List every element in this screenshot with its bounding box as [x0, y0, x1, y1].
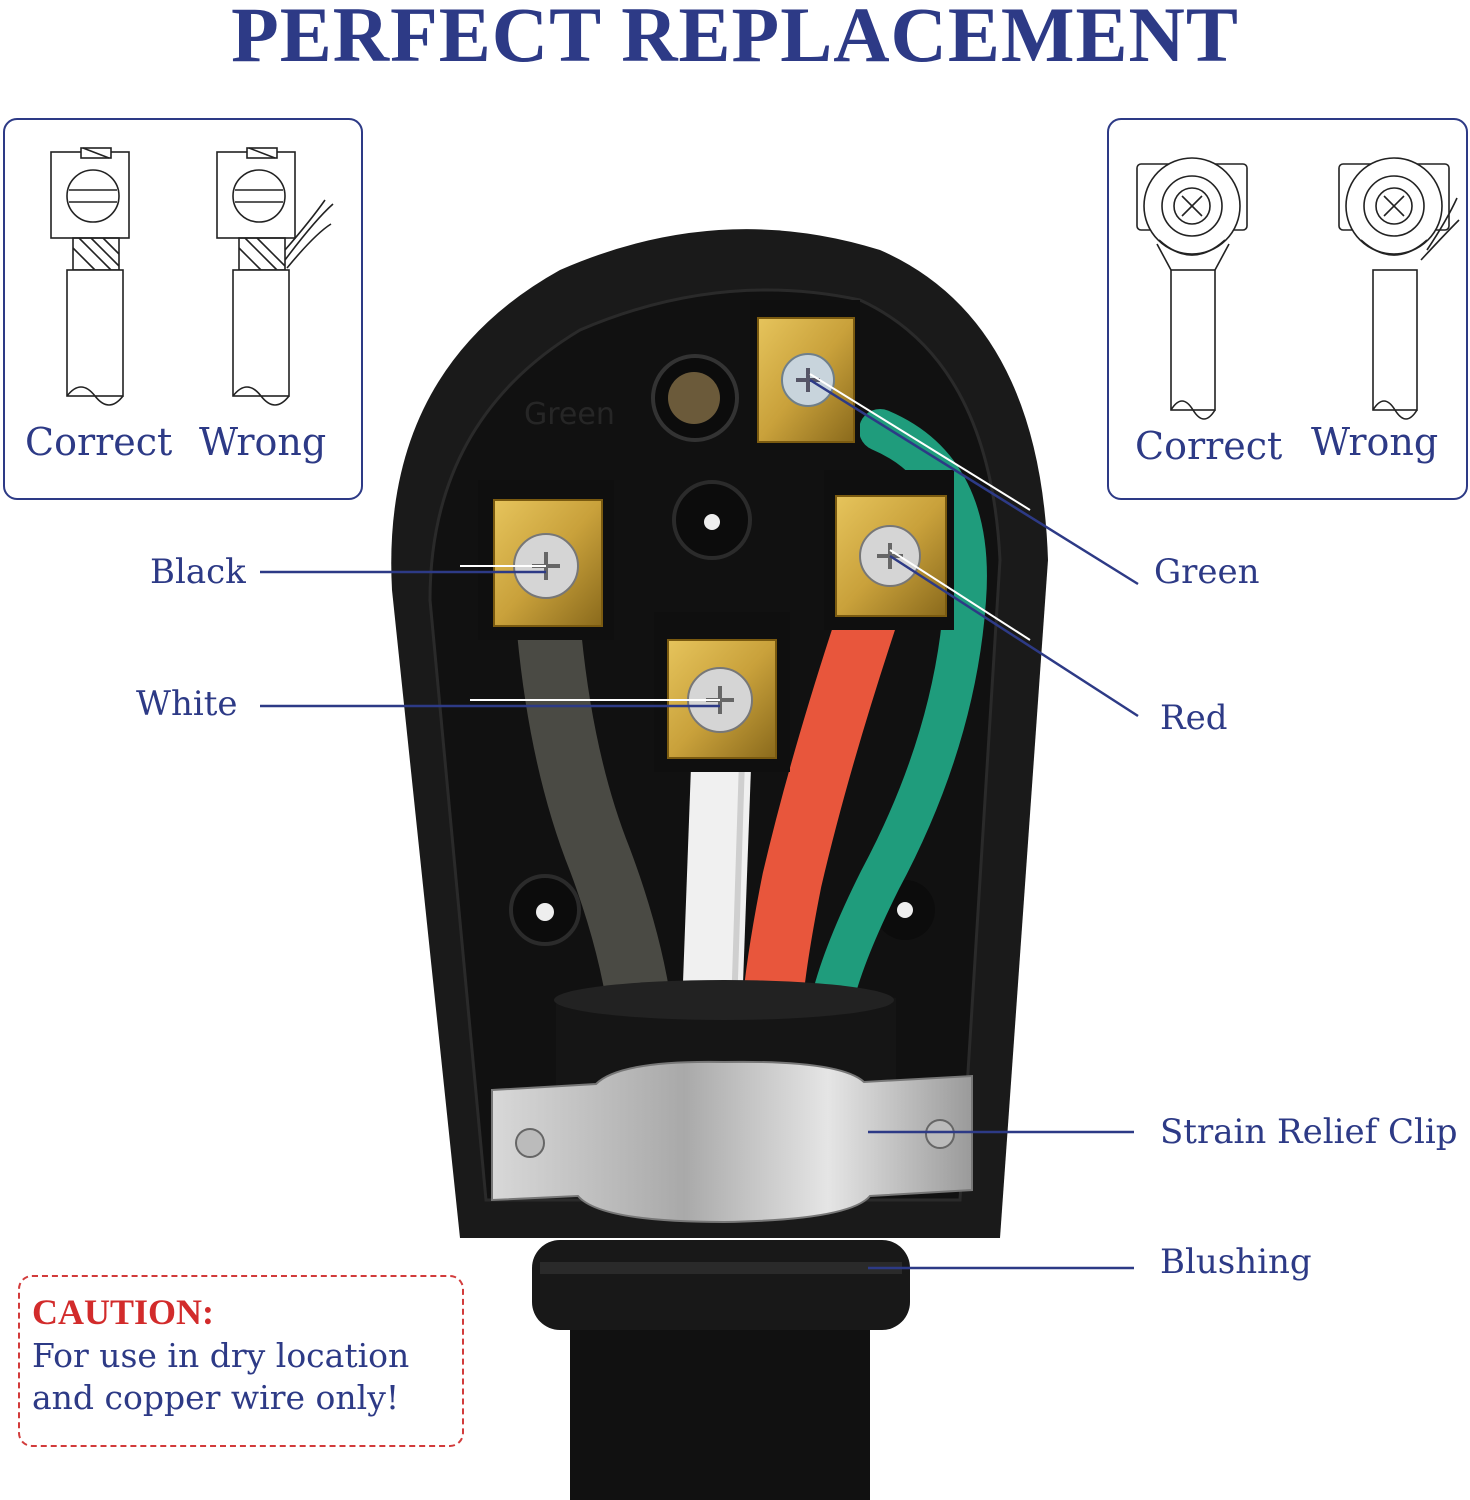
- strain-relief-clip: [491, 1060, 973, 1224]
- red-wire: [742, 580, 900, 1040]
- red-terminal: [824, 470, 954, 630]
- plug-marking: Green: [524, 397, 615, 432]
- callout-blushing: Blushing: [1160, 1242, 1312, 1282]
- ground-terminal: [750, 300, 860, 450]
- black-terminal: [478, 480, 614, 640]
- caution-title: CAUTION:: [32, 1292, 215, 1332]
- slotted-screw-terminal-diagram: [50, 147, 334, 406]
- caution-box: CAUTION: For use in dry location and cop…: [18, 1275, 464, 1447]
- wrong-label: Wrong: [1311, 420, 1439, 464]
- white-wire: [682, 738, 752, 1012]
- caution-line-1: For use in dry location: [32, 1336, 410, 1375]
- white-terminal: [654, 612, 790, 772]
- correct-label: Correct: [1135, 424, 1283, 468]
- callout-lines: [260, 378, 1139, 1270]
- correct-label: Correct: [25, 420, 173, 464]
- caution-line-2: and copper wire only!: [32, 1378, 400, 1417]
- right-comparison-box: Correct Wrong: [1107, 118, 1468, 500]
- left-comparison-box: Correct Wrong: [3, 118, 363, 500]
- callout-red: Red: [1160, 698, 1228, 738]
- callout-green: Green: [1154, 552, 1260, 592]
- wrong-label: Wrong: [199, 420, 327, 464]
- page-title: PERFECT REPLACEMENT: [231, 0, 1239, 78]
- black-wire: [516, 588, 672, 1042]
- cross-screw-terminal-diagram: [1136, 157, 1460, 420]
- callout-white: White: [136, 684, 238, 724]
- caution-text: For use in dry location and copper wire …: [32, 1335, 409, 1419]
- callout-black: Black: [150, 552, 246, 592]
- bushing: [532, 1240, 910, 1330]
- callout-strain-relief-clip: Strain Relief Clip: [1160, 1112, 1458, 1152]
